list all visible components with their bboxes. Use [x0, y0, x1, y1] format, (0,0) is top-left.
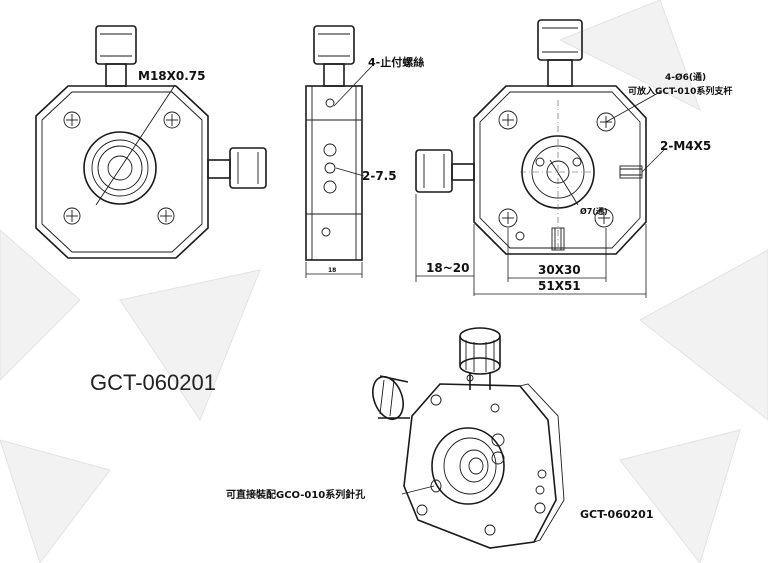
screw-label: 4-止付螺絲 [368, 55, 424, 69]
product-body [403, 383, 557, 549]
side-top-knob [313, 25, 355, 65]
thread-label: M18X0.75 [138, 69, 206, 83]
knob-range-label: 18~20 [426, 261, 469, 275]
right-knob [229, 147, 267, 189]
right-knob-shaft [207, 159, 231, 179]
photo-label: GCT-060201 [580, 508, 653, 521]
tap-label: 2-M4X5 [660, 139, 711, 153]
top-knob-shaft [105, 63, 127, 87]
side-view: 18 4-止付螺絲 2-7.5 [305, 25, 424, 278]
front-bore-outer [83, 131, 157, 205]
model-label: GCT-060201 [90, 370, 216, 395]
bore-label: Ø7(通) [580, 206, 608, 216]
rear-bore-outer [521, 135, 595, 209]
rear-view: 4-Ø6(通) 可放入GCT-010系列支杆 2-M4X5 Ø7(通) 18~2… [415, 19, 732, 298]
corner-screws [63, 111, 181, 225]
product-3d-view: 可直接裝配GCO-010系列針孔 [226, 327, 565, 549]
pin-hole-label: 可直接裝配GCO-010系列針孔 [226, 488, 365, 501]
inner-width-label: 30X30 [538, 263, 581, 277]
hole-label: 2-7.5 [362, 169, 397, 183]
holes-label: 4-Ø6(通) [665, 71, 706, 83]
top-knob [95, 25, 137, 65]
front-view: M18X0.75 [35, 25, 267, 259]
rear-corner-holes [498, 110, 616, 241]
rod-label: 可放入GCT-010系列支杆 [628, 85, 732, 97]
side-body [305, 85, 363, 261]
outer-width-label: 51X51 [538, 279, 581, 293]
front-body [35, 85, 209, 259]
thickness-label: 18 [328, 267, 336, 274]
rear-left-knob [415, 149, 453, 193]
rear-body [473, 85, 647, 255]
